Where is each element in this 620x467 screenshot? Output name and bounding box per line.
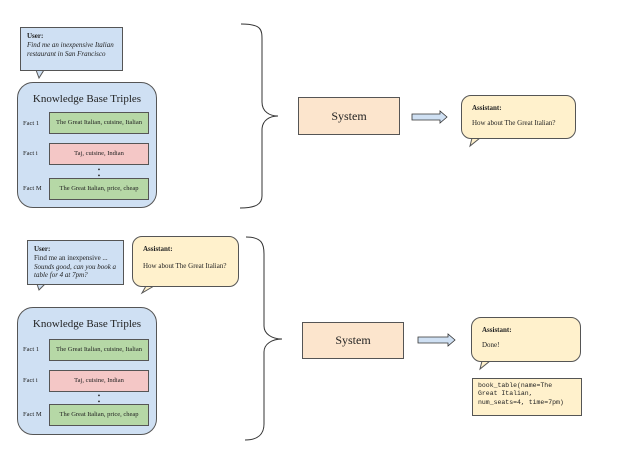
bottom-system-box: System: [302, 322, 404, 359]
fact-box: The Great Italian, price, cheap: [49, 404, 149, 426]
bottom-user-bubble: User: Find me an inexpensive ... Sounds …: [27, 240, 124, 285]
fact-label: Fact M: [23, 411, 42, 418]
fact-box: Taj, cuisine, Indian: [49, 143, 149, 165]
assistant-message: How about The Great Italian?: [472, 118, 556, 127]
user-speaker: User:: [27, 32, 44, 40]
top-knowledge-base: Knowledge Base Triples Fact 1 The Great …: [17, 82, 157, 208]
assistant-speaker: Assistant:: [482, 326, 512, 334]
prev-asst-tail: [140, 285, 155, 295]
top-asst-tail: [469, 137, 481, 148]
top-arrow: [411, 110, 448, 124]
fact-label: Fact i: [23, 377, 38, 384]
top-user-tail: [35, 69, 45, 80]
assistant-message: Done!: [482, 340, 500, 349]
fact-box: The Great Italian, price, cheap: [49, 178, 149, 200]
top-brace: [239, 23, 279, 209]
fact-box: Taj, cuisine, Indian: [49, 370, 149, 392]
user-speaker: User:: [34, 245, 51, 253]
user-history: Find me an inexpensive ...: [34, 253, 108, 262]
assistant-message: How about The Great Italian?: [143, 261, 227, 270]
fact-box: The Great Italian, cuisine, Italian: [49, 339, 149, 361]
assistant-speaker: Assistant:: [472, 104, 502, 112]
user-message: Find me an inexpensive Italian restauran…: [27, 40, 114, 58]
bottom-arrow: [417, 333, 456, 347]
fact-label: Fact M: [23, 185, 42, 192]
bottom-asst-tail: [479, 360, 491, 371]
fact-box: The Great Italian, cuisine, Italian: [49, 112, 149, 134]
kb-title: Knowledge Base Triples: [32, 93, 142, 105]
bottom-knowledge-base: Knowledge Base Triples Fact 1 The Great …: [17, 307, 157, 435]
top-user-bubble: User: Find me an inexpensive Italian res…: [20, 27, 123, 71]
api-call-box: book_table(name=The Great Italian, num_s…: [472, 378, 582, 416]
bottom-assistant-bubble: Assistant: Done!: [471, 317, 581, 362]
kb-title: Knowledge Base Triples: [32, 318, 142, 330]
prev-assistant-bubble: Assistant: How about The Great Italian?: [132, 236, 239, 287]
fact-label: Fact 1: [23, 120, 40, 127]
fact-label: Fact 1: [23, 346, 40, 353]
top-system-box: System: [298, 97, 400, 135]
assistant-speaker: Assistant:: [143, 245, 173, 253]
fact-label: Fact i: [23, 150, 38, 157]
top-assistant-bubble: Assistant: How about The Great Italian?: [461, 95, 576, 139]
bottom-brace: [244, 236, 283, 441]
user-message: Sounds good, can you book a table for 4 …: [34, 262, 117, 280]
bottom-user-tail: [36, 283, 46, 291]
